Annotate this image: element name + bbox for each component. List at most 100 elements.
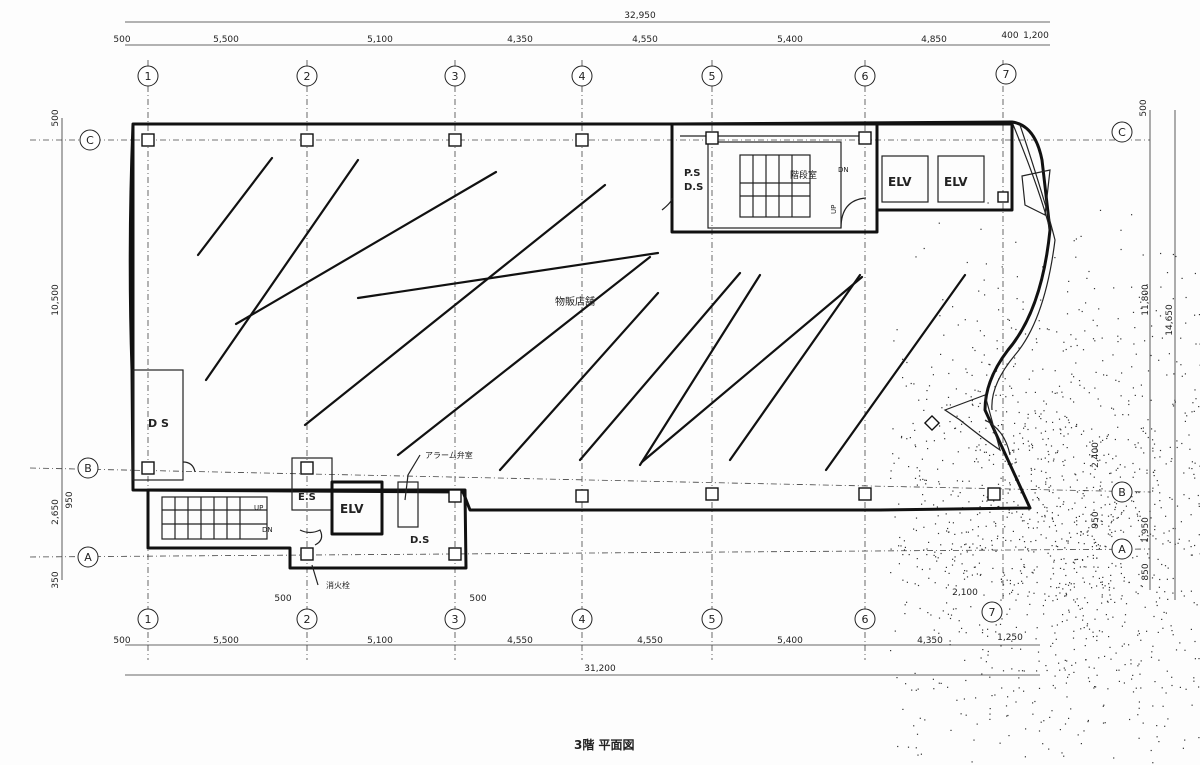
dim-right: 11,800 [1141,284,1151,316]
speckle-dot [890,477,892,479]
speckle-dot [940,552,942,555]
speckle-dot [1159,456,1161,458]
speckle-dot [1188,467,1190,469]
speckle-dot [954,427,957,429]
speckle-dot [1068,717,1070,719]
speckle-dot [1117,516,1119,519]
speckle-dot [1121,511,1123,514]
dim-top: 5,500 [213,35,239,45]
speckle-dot [1017,401,1019,403]
speckle-dot [1045,471,1047,474]
speckle-dot [925,483,927,485]
speckle-dot [1038,487,1040,489]
speckle-dot [1152,450,1154,452]
speckle-dot [910,382,912,385]
speckle-dot [1052,642,1054,644]
speckle-dot [945,587,947,589]
speckle-dot [1139,515,1141,517]
speckle-dot [1085,302,1087,304]
speckle-dot [1008,735,1010,737]
speckle-dot [1050,445,1053,447]
speckle-dot [1191,468,1193,470]
column [448,133,462,147]
speckle-dot [1071,664,1073,666]
speckle-dot [1011,668,1013,670]
speckle-dot [1026,576,1028,578]
speckle-dot [1194,477,1196,479]
speckle-dot [1025,391,1027,394]
speckle-dot [1043,520,1045,522]
speckle-dot [1023,690,1025,692]
speckle-dot [1023,541,1026,543]
speckle-dot [916,566,918,568]
speckle-dot [1162,543,1164,545]
speckle-dot [970,396,972,398]
speckle-dot [1012,589,1014,591]
speckle-dot [1107,515,1110,517]
speckle-dot [1190,546,1192,548]
speckle-dot [1156,725,1158,727]
speckle-dot [1172,253,1174,256]
speckle-dot [1086,487,1088,489]
speckle-dot [926,548,928,550]
speckle-dot [1015,626,1017,628]
speckle-dot [972,347,974,349]
speckle-dot [1073,630,1075,632]
speckle-dot [1165,463,1167,465]
speckle-dot [1183,494,1185,496]
speckle-dot [1004,479,1006,481]
speckle-dot [1052,567,1054,569]
speckle-dot [1166,272,1169,274]
speckle-dot [1101,337,1103,339]
axis-label: B [1118,486,1126,499]
speckle-dot [1091,546,1093,548]
speckle-dot [1198,737,1200,739]
speckle-dot [1183,472,1185,474]
speckle-dot [1068,280,1070,282]
speckle-dot [1000,645,1002,647]
speckle-dot [1067,540,1069,542]
speckle-dot [928,385,931,387]
speckle-dot [1113,757,1115,759]
speckle-dot [1116,517,1118,519]
speckle-dot [1011,449,1014,451]
speckle-dot [1116,669,1118,671]
speckle-dot [1124,614,1127,616]
speckle-dot [976,547,978,549]
speckle-dot [1095,570,1097,572]
speckle-dot [997,506,999,508]
axis-marker-3-top [444,65,466,87]
speckle-dot [1075,256,1077,258]
speckle-dot [1188,434,1190,436]
speckle-dot [1093,501,1095,503]
speckle-dot [1173,373,1175,375]
speckle-dot [967,531,969,533]
speckle-dot [1079,566,1081,568]
speckle-dot [1035,338,1037,340]
speckle-dot [970,606,972,608]
speckle-dot [1196,604,1198,606]
speckle-dot [1008,319,1010,321]
speckle-dot [963,572,965,574]
speckle-dot [1192,402,1194,404]
speckle-dot [1036,566,1038,568]
dim-small: 500 [469,594,486,604]
speckle-dot [1111,562,1113,565]
speckle-dot [1046,510,1048,512]
speckle-dot [1180,337,1182,339]
speckle-dot [1094,618,1096,620]
speckle-dot [1018,411,1020,414]
speckle-dot [1191,554,1193,556]
speckle-dot [975,458,978,460]
speckle-dot [1011,512,1013,514]
speckle-dot [1154,525,1156,527]
speckle-dot [919,479,921,481]
speckle-dot [1132,462,1134,465]
speckle-dot [1132,311,1135,313]
speckle-dot [1089,583,1091,585]
speckle-dot [1095,447,1097,449]
speckle-dot [970,519,972,521]
speckle-dot [1152,535,1154,537]
leader-lines [311,454,421,586]
speckle-dot [1001,266,1003,268]
